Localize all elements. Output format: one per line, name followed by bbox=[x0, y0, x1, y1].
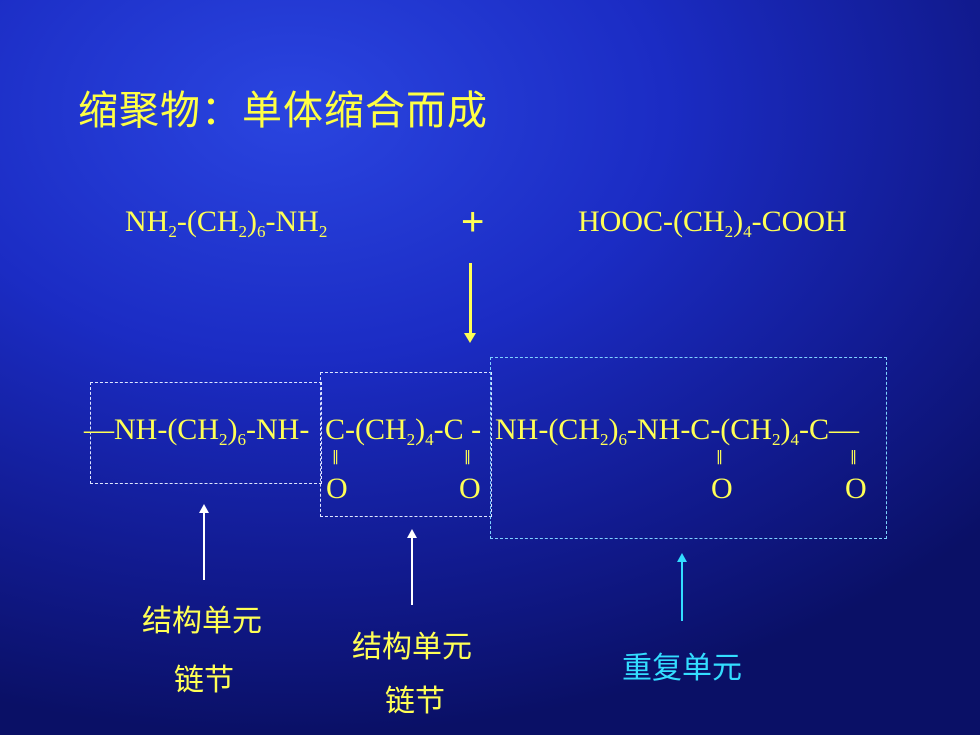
pointer-arrow-repeat-unit bbox=[677, 553, 687, 621]
structural-unit-box-2 bbox=[320, 372, 492, 517]
double-bond-2: ‖ bbox=[464, 449, 471, 465]
chain-segment-diamine: —NH-(CH2)6-NH- bbox=[84, 413, 310, 449]
label-chain-link-1: 链节 bbox=[174, 663, 234, 698]
double-bond-3: ‖ bbox=[716, 449, 723, 465]
carbonyl-oxygen-3: O bbox=[711, 472, 733, 505]
plus-sign: + bbox=[461, 200, 485, 244]
chain-segment-diacid: C-(CH2)4-C - bbox=[325, 413, 482, 449]
pointer-arrow-unit-1 bbox=[199, 504, 209, 580]
reaction-arrow bbox=[464, 263, 476, 343]
monomer-adipic-acid: HOOC-(CH2)4-COOH bbox=[578, 205, 847, 241]
chain-segment-repeat: NH-(CH2)6-NH-C-(CH2)4-C— bbox=[495, 413, 859, 449]
repeat-unit-box bbox=[490, 357, 887, 539]
label-structural-unit-2: 结构单元 bbox=[352, 630, 472, 665]
pointer-arrow-unit-2 bbox=[407, 529, 417, 605]
double-bond-1: ‖ bbox=[332, 449, 339, 465]
carbonyl-oxygen-2: O bbox=[459, 472, 481, 505]
label-repeat-unit: 重复单元 bbox=[622, 651, 742, 686]
carbonyl-oxygen-4: O bbox=[845, 472, 867, 505]
carbonyl-oxygen-1: O bbox=[326, 472, 348, 505]
double-bond-4: ‖ bbox=[850, 449, 857, 465]
structural-unit-box-1 bbox=[90, 382, 322, 484]
label-structural-unit-1: 结构单元 bbox=[142, 604, 262, 639]
label-chain-link-2: 链节 bbox=[385, 684, 445, 719]
monomer-hexamethylenediamine: NH2-(CH2)6-NH2 bbox=[125, 205, 328, 241]
slide-title: 缩聚物：单体缩合而成 bbox=[78, 88, 488, 134]
